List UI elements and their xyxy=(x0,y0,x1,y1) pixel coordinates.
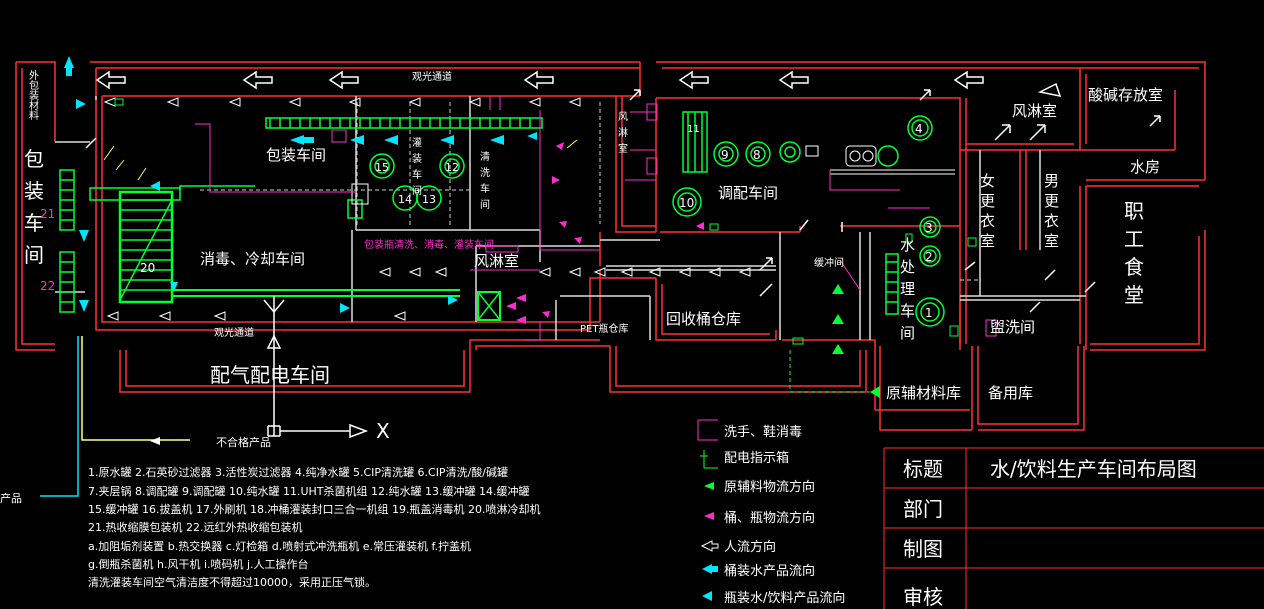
cyan-arrow-icon xyxy=(702,564,712,574)
green-arrow-icon xyxy=(704,482,714,490)
person-flow-arrows-top xyxy=(95,70,984,90)
cyan-arrow-icon-2 xyxy=(702,591,712,601)
walls-red xyxy=(15,61,1206,431)
hand-disinfect-boxes xyxy=(331,103,997,337)
hollow-arrow-icon xyxy=(700,540,719,552)
power-box-icon xyxy=(700,450,718,469)
electric-boxes xyxy=(114,98,977,345)
callout-lines xyxy=(103,139,578,181)
product-outlet-line xyxy=(40,336,79,497)
walls-white xyxy=(55,96,1086,340)
small-arrows xyxy=(103,97,751,321)
equipment-green xyxy=(59,111,945,327)
material-flow-lines xyxy=(195,96,930,341)
reject-line xyxy=(81,336,190,441)
diagonal-arrows xyxy=(85,82,1161,313)
raw-material-path xyxy=(789,350,870,393)
legend-icons xyxy=(697,419,719,601)
equipment-white xyxy=(351,145,955,205)
title-block-frame xyxy=(883,447,1264,609)
reject-arrow xyxy=(150,437,160,445)
material-flow-arrows xyxy=(506,142,704,324)
magenta-box-icon xyxy=(697,419,718,441)
product-flow-arrows xyxy=(64,56,537,313)
raw-material-arrows xyxy=(832,284,880,398)
axis-marker xyxy=(263,296,369,439)
magenta-arrow-icon xyxy=(704,512,714,520)
